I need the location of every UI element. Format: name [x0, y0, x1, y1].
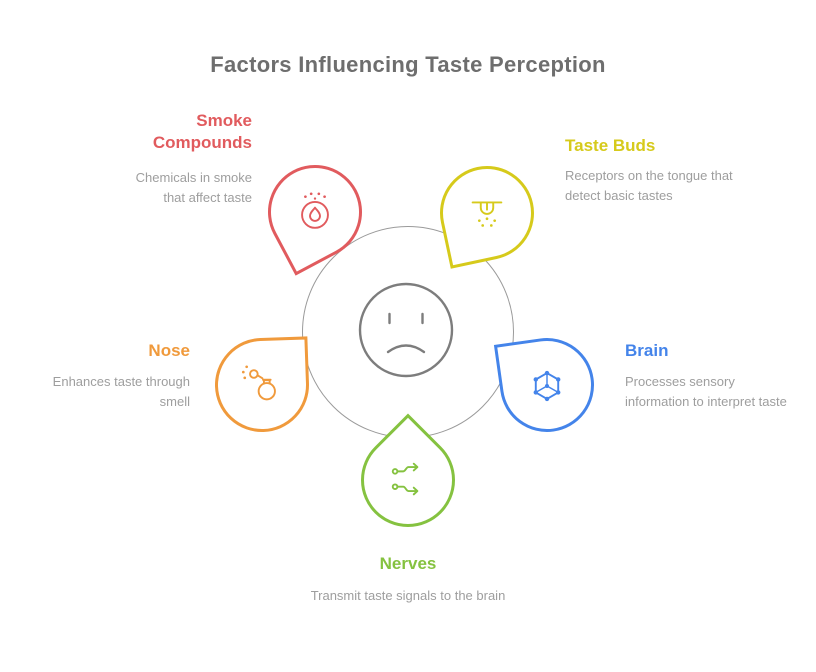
node-nerves [341, 413, 475, 547]
node-taste-buds [431, 157, 543, 269]
page-title: Factors Influencing Taste Perception [210, 52, 606, 77]
label-brain: Brain [625, 341, 669, 360]
frowning-face-icon [357, 281, 455, 379]
label-nerves: Nerves [379, 554, 437, 573]
description-nose: Enhances taste through smell [52, 374, 190, 410]
description-brain: Processes sensory information to interpr… [625, 374, 787, 410]
description-smoke-compounds: Chemicals in smoke that affect taste [135, 170, 252, 206]
nerve-signals-icon [385, 457, 431, 503]
taste-bud-icon [464, 190, 510, 236]
perfume-atomizer-icon [239, 362, 285, 408]
description-taste-buds: Receptors on the tongue that detect basi… [565, 168, 733, 204]
node-nose [213, 336, 311, 434]
molecule-icon [524, 362, 570, 408]
node-smoke-compounds [251, 148, 379, 276]
node-brain [493, 331, 601, 439]
smoke-particles-flame-icon [292, 189, 338, 235]
label-smoke-compounds: Smoke Compounds [152, 111, 252, 153]
description-nerves: Transmit taste signals to the brain [310, 588, 506, 603]
label-taste-buds: Taste Buds [565, 136, 656, 155]
label-nose: Nose [148, 341, 190, 360]
